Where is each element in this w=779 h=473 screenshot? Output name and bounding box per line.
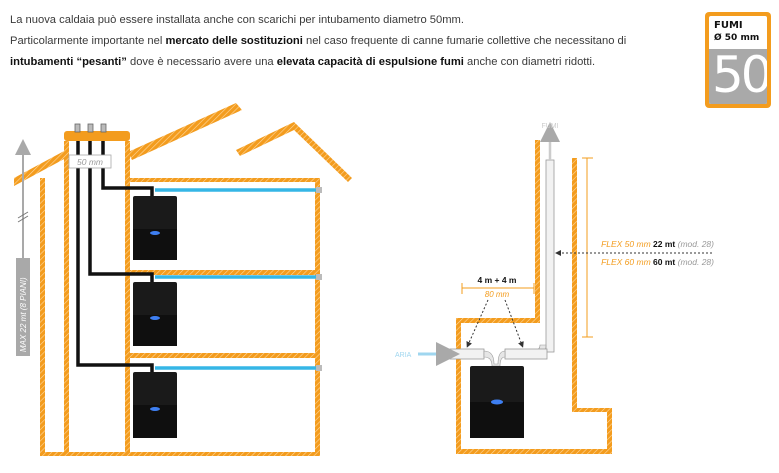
- flex60-size: FLEX 60 mm: [601, 257, 653, 267]
- air-terminals: [316, 187, 322, 371]
- pointer-right: [504, 299, 524, 348]
- boiler-1: [133, 196, 177, 260]
- chimney-cap: [64, 131, 130, 141]
- flue-pipe-horizontal: [504, 348, 548, 360]
- height-break-1: [17, 211, 29, 219]
- pipe-label: 50 mm: [77, 157, 103, 167]
- badge-number-background: [709, 49, 767, 104]
- floor-top: [130, 178, 315, 182]
- left-ground: [40, 452, 320, 456]
- flue-terminals: [74, 123, 107, 133]
- flex60-label: FLEX 60 mm 60 mt (mod. 28): [601, 257, 714, 267]
- left-outer-wall: [40, 178, 45, 454]
- length-label: 4 m + 4 m: [478, 275, 517, 285]
- right-chimney-wall-left: [535, 140, 540, 318]
- intro-text-g: anche con diametri ridotti.: [463, 56, 596, 68]
- flex60-length: 60 mt: [653, 257, 675, 267]
- intro-paragraph: La nuova caldaia può essere installata a…: [10, 10, 670, 73]
- flex50-model: (mod. 28): [675, 239, 714, 249]
- fumi-badge: 50 FUMI Ø 50 mm: [705, 12, 771, 108]
- height-label: MAX 22 mt (8 PIANI): [19, 277, 28, 352]
- chimney-wall-left: [64, 141, 69, 454]
- badge-subtitle: Ø 50 mm: [714, 33, 760, 43]
- intro-bold-market: mercato delle sostituzioni: [165, 35, 303, 47]
- floor-2: [130, 353, 315, 358]
- right-boiler: [470, 366, 524, 438]
- intro-text-c: nel caso frequente di canne fumarie coll…: [302, 35, 627, 47]
- room-shelf: [572, 408, 612, 412]
- floor-1: [130, 270, 315, 275]
- diameter-label: 80 mm: [485, 290, 510, 299]
- air-pipe-horizontal: [449, 348, 485, 360]
- left-roof-small: [236, 122, 352, 182]
- intro-bold-capacity: elevata capacità di espulsione fumi: [276, 56, 464, 68]
- badge-title: FUMI: [714, 20, 743, 31]
- flex-flue: [545, 159, 555, 353]
- boiler-2: [133, 282, 177, 346]
- pointer-left: [466, 299, 489, 348]
- intro-text-e: dove è necessario avere una: [126, 56, 277, 68]
- fumi-label: FUMI: [541, 123, 558, 130]
- pipe-label-box: [68, 154, 112, 169]
- room-ceiling: [456, 318, 540, 323]
- right-chimney-wall-right: [572, 158, 577, 408]
- flex50-label: FLEX 50 mm 22 mt (mod. 28): [601, 239, 714, 249]
- flex60-model: (mod. 28): [675, 257, 714, 267]
- intro-line1: La nuova caldaia può essere installata a…: [10, 14, 464, 26]
- left-roof-right: [128, 103, 242, 160]
- pipe-junction: [483, 350, 506, 367]
- boiler-3: [133, 372, 177, 438]
- flex50-size: FLEX 50 mm: [601, 239, 653, 249]
- right-outer-wall: [315, 178, 320, 454]
- room-floor: [456, 449, 612, 454]
- intro-bold-heavy: intubamenti “pesanti”: [10, 56, 127, 68]
- aria-label: ARIA: [395, 352, 412, 359]
- badge-number: 50: [712, 46, 767, 104]
- right-building: FUMI ARIA 4 m + 4 m 80 mm FLEX 50 mm 22 …: [395, 122, 714, 454]
- room-right-wall: [607, 408, 612, 454]
- height-label-bg: [16, 258, 30, 356]
- chimney-wall-right: [125, 141, 130, 454]
- left-roof: [14, 150, 66, 186]
- air-pipes: [155, 188, 316, 370]
- room-left-wall: [456, 318, 461, 452]
- left-building: 50 mm MAX 22 mt (8 PIANI): [14, 103, 352, 456]
- intro-text-a: Particolarmente importante nel: [10, 35, 166, 47]
- flex50-length: 22 mt: [653, 239, 675, 249]
- height-break-2: [17, 215, 29, 223]
